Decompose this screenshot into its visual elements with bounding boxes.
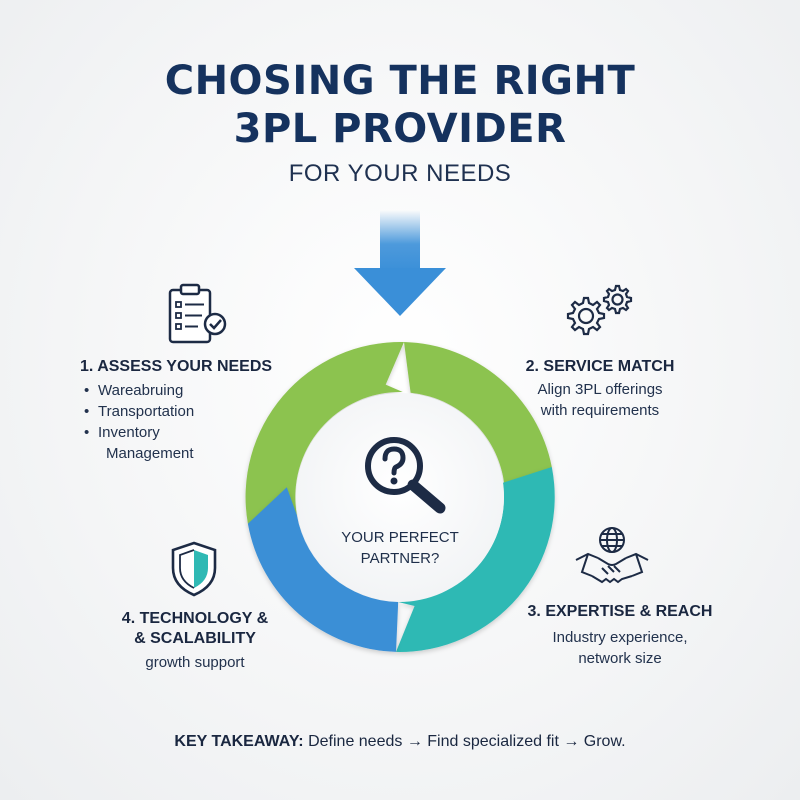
magnifier-question-icon xyxy=(365,437,446,514)
segment-green-right xyxy=(404,342,552,503)
key-takeaway-text: Define needs → Find specialized fit → Gr… xyxy=(303,733,626,750)
list-item: Wareabruing xyxy=(80,380,310,401)
segment-blue xyxy=(247,487,399,652)
gears-icon xyxy=(566,284,633,336)
segment-teal xyxy=(396,467,555,652)
center-label: YOUR PERFECT PARTNER? xyxy=(300,527,500,569)
list-item: Inventory xyxy=(80,422,310,443)
page-subtitle: FOR YOUR NEEDS xyxy=(288,160,512,187)
step-1-bullets: Wareabruing Transportation Inventory xyxy=(80,380,310,443)
list-item: Transportation xyxy=(80,401,310,422)
step-1: 1. ASSESS YOUR NEEDS Wareabruing Transpo… xyxy=(80,358,310,464)
step-2-title: 2. SERVICE MATCH xyxy=(525,358,675,375)
step-3-title: 3. EXPERTISE & REACH xyxy=(527,603,713,620)
step-4-title-line-2: & SCALABILITY xyxy=(134,630,256,647)
key-takeaway-label: KEY TAKEAWAY: xyxy=(174,733,304,750)
down-arrow-icon xyxy=(354,210,446,316)
key-takeaway: KEY TAKEAWAY: Define needs → Find specia… xyxy=(0,733,800,751)
clipboard-checklist-icon xyxy=(168,283,227,344)
page-title-line2: 3PL PROVIDER xyxy=(233,106,567,152)
step-2: 2. SERVICE MATCH Align 3PL offerings wit… xyxy=(480,358,720,421)
step-1-title: 1. ASSESS YOUR NEEDS xyxy=(80,358,273,375)
step-3: 3. EXPERTISE & REACH Industry experience… xyxy=(500,603,740,669)
page-title-line1: CHOSING THE RIGHT xyxy=(164,58,636,104)
step-4-title-line-1: 4. TECHNOLOGY & xyxy=(121,610,269,627)
step-3-line-1: Industry experience, xyxy=(552,629,688,646)
center-label-line1: YOUR PERFECT xyxy=(341,529,459,546)
step-4: 4. TECHNOLOGY & & SCALABILITY growth sup… xyxy=(80,610,310,673)
step-2-line-1: Align 3PL offerings xyxy=(537,381,663,398)
step-2-line-2: with requirements xyxy=(540,402,660,419)
center-label-line2: PARTNER? xyxy=(360,550,440,567)
globe-handshake-icon xyxy=(575,527,649,584)
shield-icon xyxy=(171,541,217,597)
step-3-line-2: network size xyxy=(578,650,662,667)
segment-green-left xyxy=(245,341,404,524)
step-4-line-1: growth support xyxy=(145,654,245,671)
step-1-bullet-continuation: Management xyxy=(106,445,194,462)
